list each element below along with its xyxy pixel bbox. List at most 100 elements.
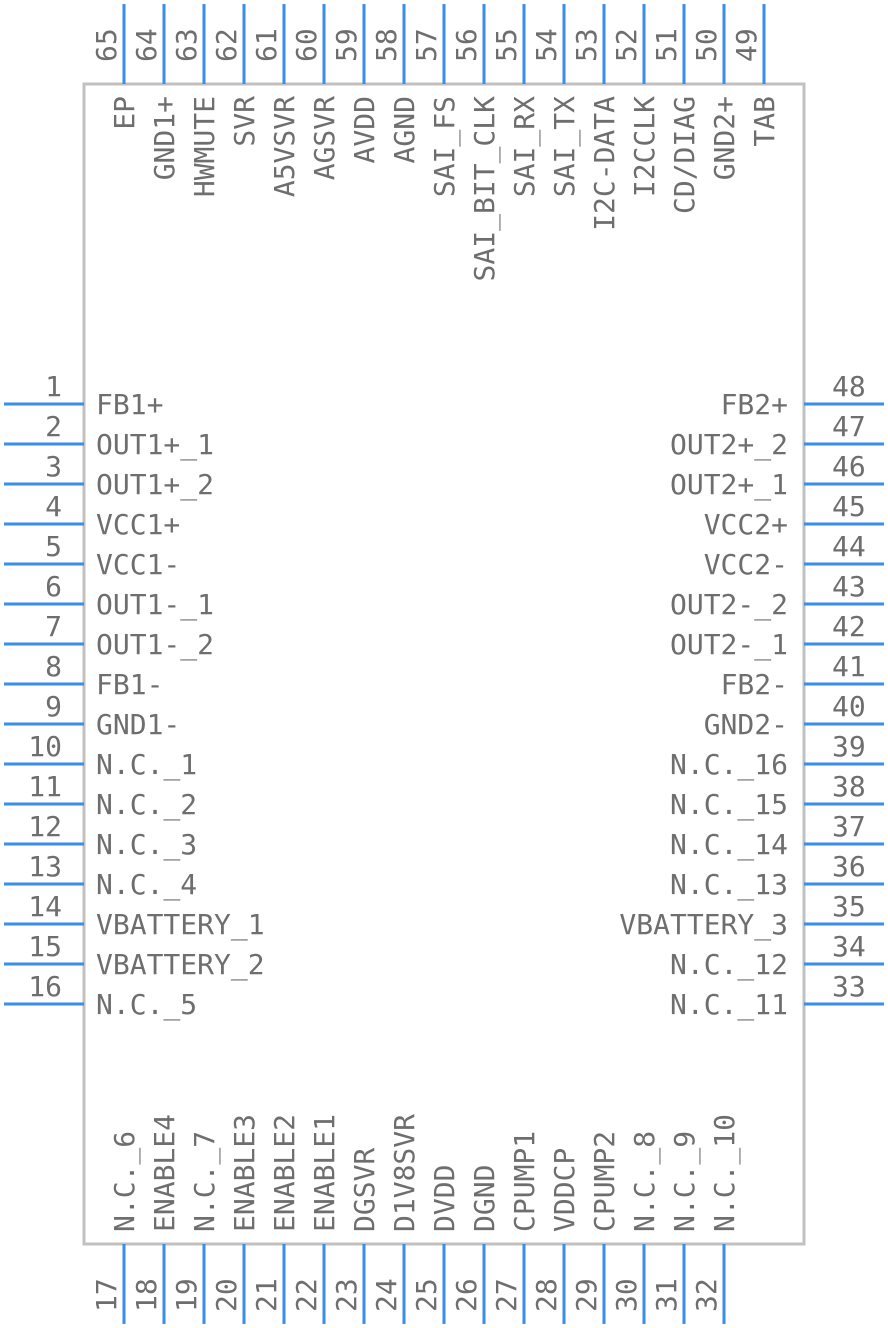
pin-label-10: N.C._1	[96, 748, 197, 782]
pin-label-30: N.C._8	[628, 1131, 662, 1232]
pin-label-28: VDDCP	[548, 1148, 581, 1232]
pin-label-43: OUT2-_2	[670, 588, 788, 622]
pin-label-8: FB1-	[96, 668, 163, 701]
pin-label-11: N.C._2	[96, 788, 197, 822]
pin-label-26: DGND	[468, 1165, 501, 1232]
pin-number-52: 52	[610, 28, 643, 62]
pin-number-41: 41	[832, 650, 866, 683]
pin-label-65: EP	[108, 96, 141, 130]
pin-number-46: 46	[832, 450, 866, 483]
pin-number-51: 51	[650, 28, 683, 62]
pin-label-31: N.C._9	[668, 1131, 702, 1232]
pin-label-22: ENABLE1	[308, 1114, 341, 1232]
pin-label-20: ENABLE3	[228, 1114, 261, 1232]
pin-number-7: 7	[45, 610, 62, 643]
pin-number-34: 34	[832, 930, 866, 963]
pin-label-46: OUT2+_1	[670, 468, 788, 502]
pin-label-59: AVDD	[348, 96, 381, 163]
pin-label-54: SAI_TX	[548, 96, 582, 197]
pin-number-27: 27	[490, 1278, 523, 1312]
pin-number-2: 2	[45, 410, 62, 443]
pin-label-33: N.C._11	[670, 988, 788, 1022]
pin-label-21: ENABLE2	[268, 1114, 301, 1232]
pin-number-35: 35	[832, 890, 866, 923]
pin-number-61: 61	[250, 28, 283, 62]
pin-number-32: 32	[690, 1278, 723, 1312]
pin-label-17: N.C._6	[108, 1131, 142, 1232]
pin-number-31: 31	[650, 1278, 683, 1312]
pin-label-56: SAI_BIT_CLK	[468, 96, 502, 282]
pin-label-60: AGSVR	[308, 96, 341, 180]
pin-number-18: 18	[130, 1278, 163, 1312]
pin-label-38: N.C._15	[670, 788, 788, 822]
pin-number-24: 24	[370, 1278, 403, 1312]
pin-label-32: N.C._10	[708, 1114, 742, 1232]
pin-number-62: 62	[210, 28, 243, 62]
pin-label-18: ENABLE4	[148, 1114, 181, 1232]
pin-number-8: 8	[45, 650, 62, 683]
pin-number-15: 15	[28, 930, 62, 963]
pin-number-63: 63	[170, 28, 203, 62]
pin-number-25: 25	[410, 1278, 443, 1312]
pin-label-58: AGND	[388, 96, 421, 163]
pin-number-13: 13	[28, 850, 62, 883]
pin-number-10: 10	[28, 730, 62, 763]
pin-label-62: SVR	[228, 96, 261, 147]
pin-number-26: 26	[450, 1278, 483, 1312]
pin-label-9: GND1-	[96, 708, 180, 741]
pin-number-23: 23	[330, 1278, 363, 1312]
pin-number-14: 14	[28, 890, 62, 923]
pin-label-34: N.C._12	[670, 948, 788, 982]
pin-label-13: N.C._4	[96, 868, 197, 902]
pin-number-40: 40	[832, 690, 866, 723]
pin-number-12: 12	[28, 810, 62, 843]
pin-label-45: VCC2+	[704, 508, 788, 541]
pin-label-23: DGSVR	[348, 1148, 381, 1232]
pin-number-11: 11	[28, 770, 62, 803]
pin-number-37: 37	[832, 810, 866, 843]
pin-number-58: 58	[370, 28, 403, 62]
pin-label-36: N.C._13	[670, 868, 788, 902]
pin-label-25: DVDD	[428, 1165, 461, 1232]
pin-number-47: 47	[832, 410, 866, 443]
pin-number-38: 38	[832, 770, 866, 803]
pin-label-24: D1V8SVR	[388, 1114, 421, 1232]
pin-label-50: GND2+	[708, 96, 741, 180]
pin-label-53: I2C-DATA	[588, 96, 621, 231]
pin-number-42: 42	[832, 610, 866, 643]
pin-number-28: 28	[530, 1278, 563, 1312]
pin-label-37: N.C._14	[670, 828, 788, 862]
pin-number-64: 64	[130, 28, 163, 62]
pin-label-64: GND1+	[148, 96, 181, 180]
pin-label-6: OUT1-_1	[96, 588, 214, 622]
pin-label-2: OUT1+_1	[96, 428, 214, 462]
pin-number-45: 45	[832, 490, 866, 523]
pin-label-52: I2CCLK	[628, 96, 661, 197]
pin-number-33: 33	[832, 970, 866, 1003]
pin-number-20: 20	[210, 1278, 243, 1312]
pin-number-21: 21	[250, 1278, 283, 1312]
pin-number-29: 29	[570, 1278, 603, 1312]
pin-label-27: CPUMP1	[508, 1131, 541, 1232]
pin-label-51: CD/DIAG	[668, 96, 701, 214]
pin-number-55: 55	[490, 28, 523, 62]
pin-number-30: 30	[610, 1278, 643, 1312]
component-body	[82, 82, 806, 1246]
pin-number-6: 6	[45, 570, 62, 603]
pin-number-43: 43	[832, 570, 866, 603]
pin-number-49: 49	[730, 28, 763, 62]
pin-number-53: 53	[570, 28, 603, 62]
pin-label-42: OUT2-_1	[670, 628, 788, 662]
pin-number-16: 16	[28, 970, 62, 1003]
pin-number-19: 19	[170, 1278, 203, 1312]
pin-number-54: 54	[530, 28, 563, 62]
pin-label-29: CPUMP2	[588, 1131, 621, 1232]
pin-number-3: 3	[45, 450, 62, 483]
pin-number-36: 36	[832, 850, 866, 883]
pin-label-35: VBATTERY_3	[619, 908, 788, 942]
pin-label-61: A5VSVR	[268, 96, 301, 197]
pin-number-50: 50	[690, 28, 723, 62]
pin-label-3: OUT1+_2	[96, 468, 214, 502]
pin-label-49: TAB	[748, 96, 781, 147]
